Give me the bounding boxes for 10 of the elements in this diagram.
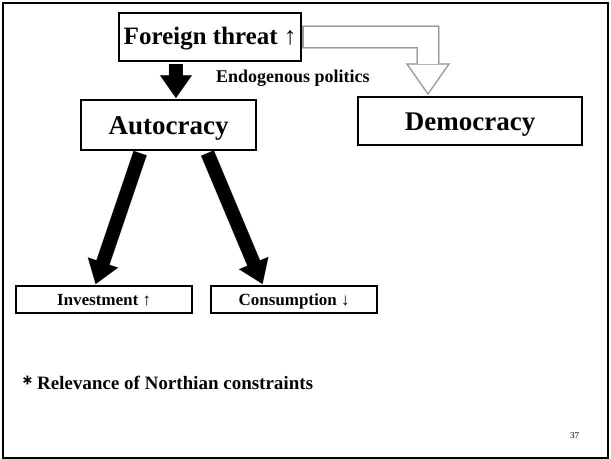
note-text: ＊Relevance of Northian constraints <box>18 372 313 396</box>
text-box: Democracy <box>357 96 583 146</box>
block-arrow <box>160 64 192 98</box>
page-number: 37 <box>570 430 579 440</box>
text-box: Autocracy <box>80 99 257 151</box>
text-box: Foreign threat ↑ <box>118 12 302 62</box>
text-box: Investment ↑ <box>15 285 193 314</box>
text-box: Consumption ↓ <box>210 285 378 314</box>
block-arrow <box>200 150 268 284</box>
block-arrow <box>88 150 147 284</box>
